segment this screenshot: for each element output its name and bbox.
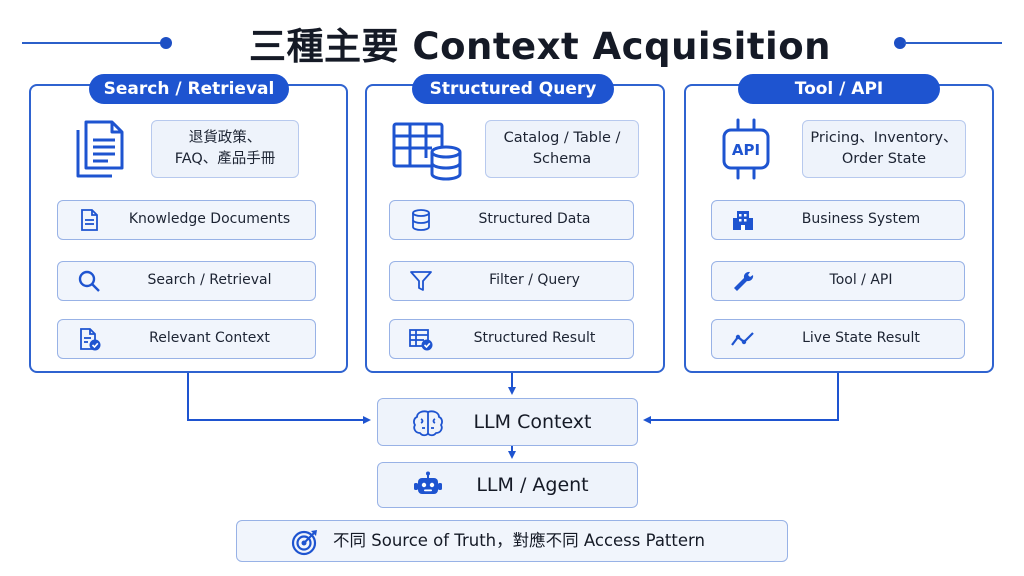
step-structured-result: Structured Result [389, 319, 634, 359]
title-dot-right [894, 37, 906, 49]
llm-context-box: LLM Context [377, 398, 638, 446]
step-label: Tool / API [829, 272, 893, 288]
step-live-state-result: Live State Result [711, 319, 965, 359]
step-search-retrieval: Search / Retrieval [57, 261, 316, 301]
document-icon [81, 209, 98, 231]
llm-agent-label: LLM / Agent [476, 474, 589, 496]
robot-icon [414, 471, 442, 494]
summary-line: Schema [532, 151, 592, 167]
step-filter-query: Filter / Query [389, 261, 634, 301]
step-label: Business System [801, 211, 921, 227]
title-rule-right [904, 42, 1002, 44]
step-label: Relevant Context [149, 330, 270, 346]
database-icon [412, 209, 430, 231]
step-label: Knowledge Documents [128, 211, 291, 227]
search-retrieval-pill: Search / Retrieval [89, 74, 289, 104]
step-label: Live State Result [802, 330, 920, 346]
trend-line-icon [731, 332, 754, 346]
summary-line: Pricing、Inventory、 [810, 130, 958, 146]
footer-banner: 不同 Source of Truth，對應不同 Access Pattern [236, 520, 788, 562]
title-dot-left [160, 37, 172, 49]
building-icon [733, 211, 753, 230]
summary-line: Catalog / Table / [503, 130, 621, 146]
step-label: Structured Data [478, 211, 591, 227]
search-retrieval-summary: 退貨政策、 FAQ、產品手冊 [151, 120, 299, 178]
brain-icon [413, 410, 443, 437]
api-chip-icon: API [722, 118, 770, 180]
table-database-icon [392, 122, 462, 181]
documents-icon [76, 120, 124, 178]
structured-query-summary: Catalog / Table / Schema [485, 120, 639, 178]
summary-line: 退貨政策、 [188, 130, 262, 146]
wrench-icon [734, 271, 754, 291]
funnel-icon [410, 271, 432, 291]
table-check-icon [409, 329, 433, 351]
structured-query-pill: Structured Query [412, 74, 614, 104]
footer-label: 不同 Source of Truth，對應不同 Access Pattern [333, 531, 705, 550]
document-check-icon [80, 328, 101, 351]
summary-line: FAQ、產品手冊 [174, 151, 276, 167]
step-label: Structured Result [473, 330, 596, 346]
llm-agent-box: LLM / Agent [377, 462, 638, 508]
magnifier-icon [78, 270, 100, 292]
summary-line: Order State [841, 151, 927, 167]
tool-api-summary: Pricing、Inventory、 Order State [802, 120, 966, 178]
step-label: Filter / Query [489, 272, 580, 288]
step-business-system: Business System [711, 200, 965, 240]
api-chip-text: API [732, 141, 760, 159]
step-tool-api: Tool / API [711, 261, 965, 301]
step-label: Search / Retrieval [147, 272, 272, 288]
tool-api-pill: Tool / API [738, 74, 940, 104]
llm-context-label: LLM Context [473, 411, 592, 433]
step-knowledge-documents: Knowledge Documents [57, 200, 316, 240]
title-rule-left [22, 42, 162, 44]
target-icon [291, 530, 317, 556]
step-relevant-context: Relevant Context [57, 319, 316, 359]
step-structured-data: Structured Data [389, 200, 634, 240]
